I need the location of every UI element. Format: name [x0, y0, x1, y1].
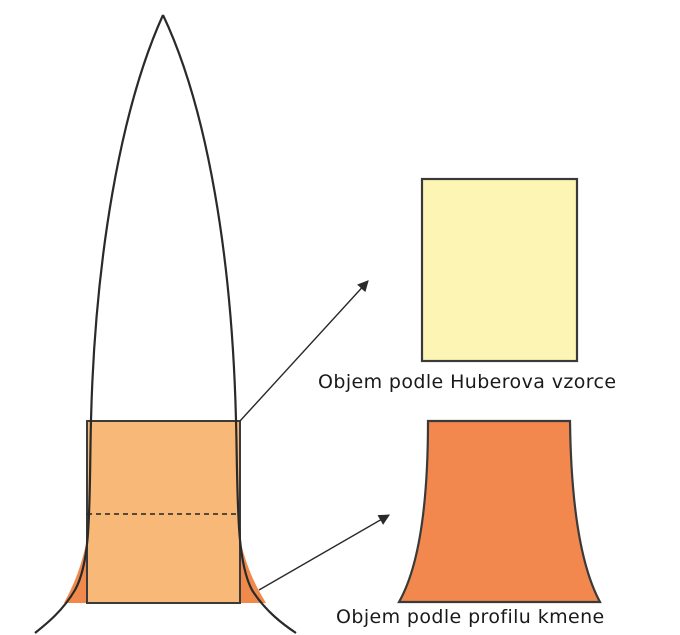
section-flare-left [64, 540, 87, 603]
profile-volume-shape [397, 419, 602, 604]
stem-outline-right [162, 14, 297, 634]
arrow-to-huber-shape [239, 280, 369, 422]
section-flare-right [240, 540, 266, 603]
huber-volume-shape [420, 177, 579, 363]
stem-outline-left [34, 14, 165, 634]
arrow-to-profile-shape [258, 514, 390, 591]
huber-volume-caption: Objem podle Huberova vzorce [318, 371, 617, 393]
profile-volume-caption: Objem podle profilu kmene [336, 606, 605, 628]
huber-section-box [86, 420, 241, 604]
